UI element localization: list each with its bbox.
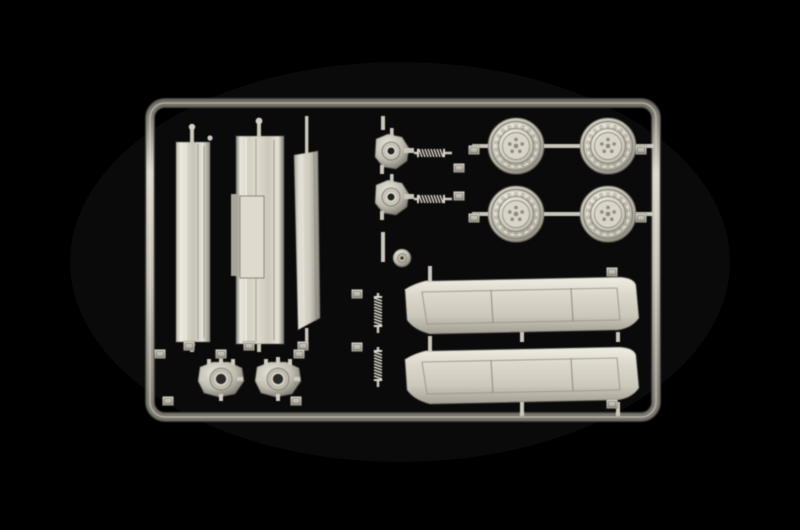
brake-plate-connector-runner bbox=[244, 378, 259, 415]
part-wheel-hub-disc-top-right bbox=[579, 117, 637, 175]
part-fender-skirt-panel-upper bbox=[404, 276, 640, 335]
knuckle-sprue-stubs bbox=[381, 116, 385, 262]
part-wheel-hub-disc-bottom-left bbox=[487, 185, 545, 243]
part-body-side-rail-long-a bbox=[175, 123, 213, 352]
part-body-side-rail-long-b bbox=[231, 117, 285, 352]
part-body-side-panel-narrow bbox=[293, 116, 321, 350]
part-small-gear-hub bbox=[392, 248, 412, 268]
part-wheel-hub-disc-top-left bbox=[487, 117, 545, 175]
part-wheel-hub-disc-bottom-right bbox=[579, 185, 637, 243]
part-fender-skirt-panel-lower bbox=[404, 346, 640, 405]
fender-gate-stubs bbox=[428, 266, 620, 416]
